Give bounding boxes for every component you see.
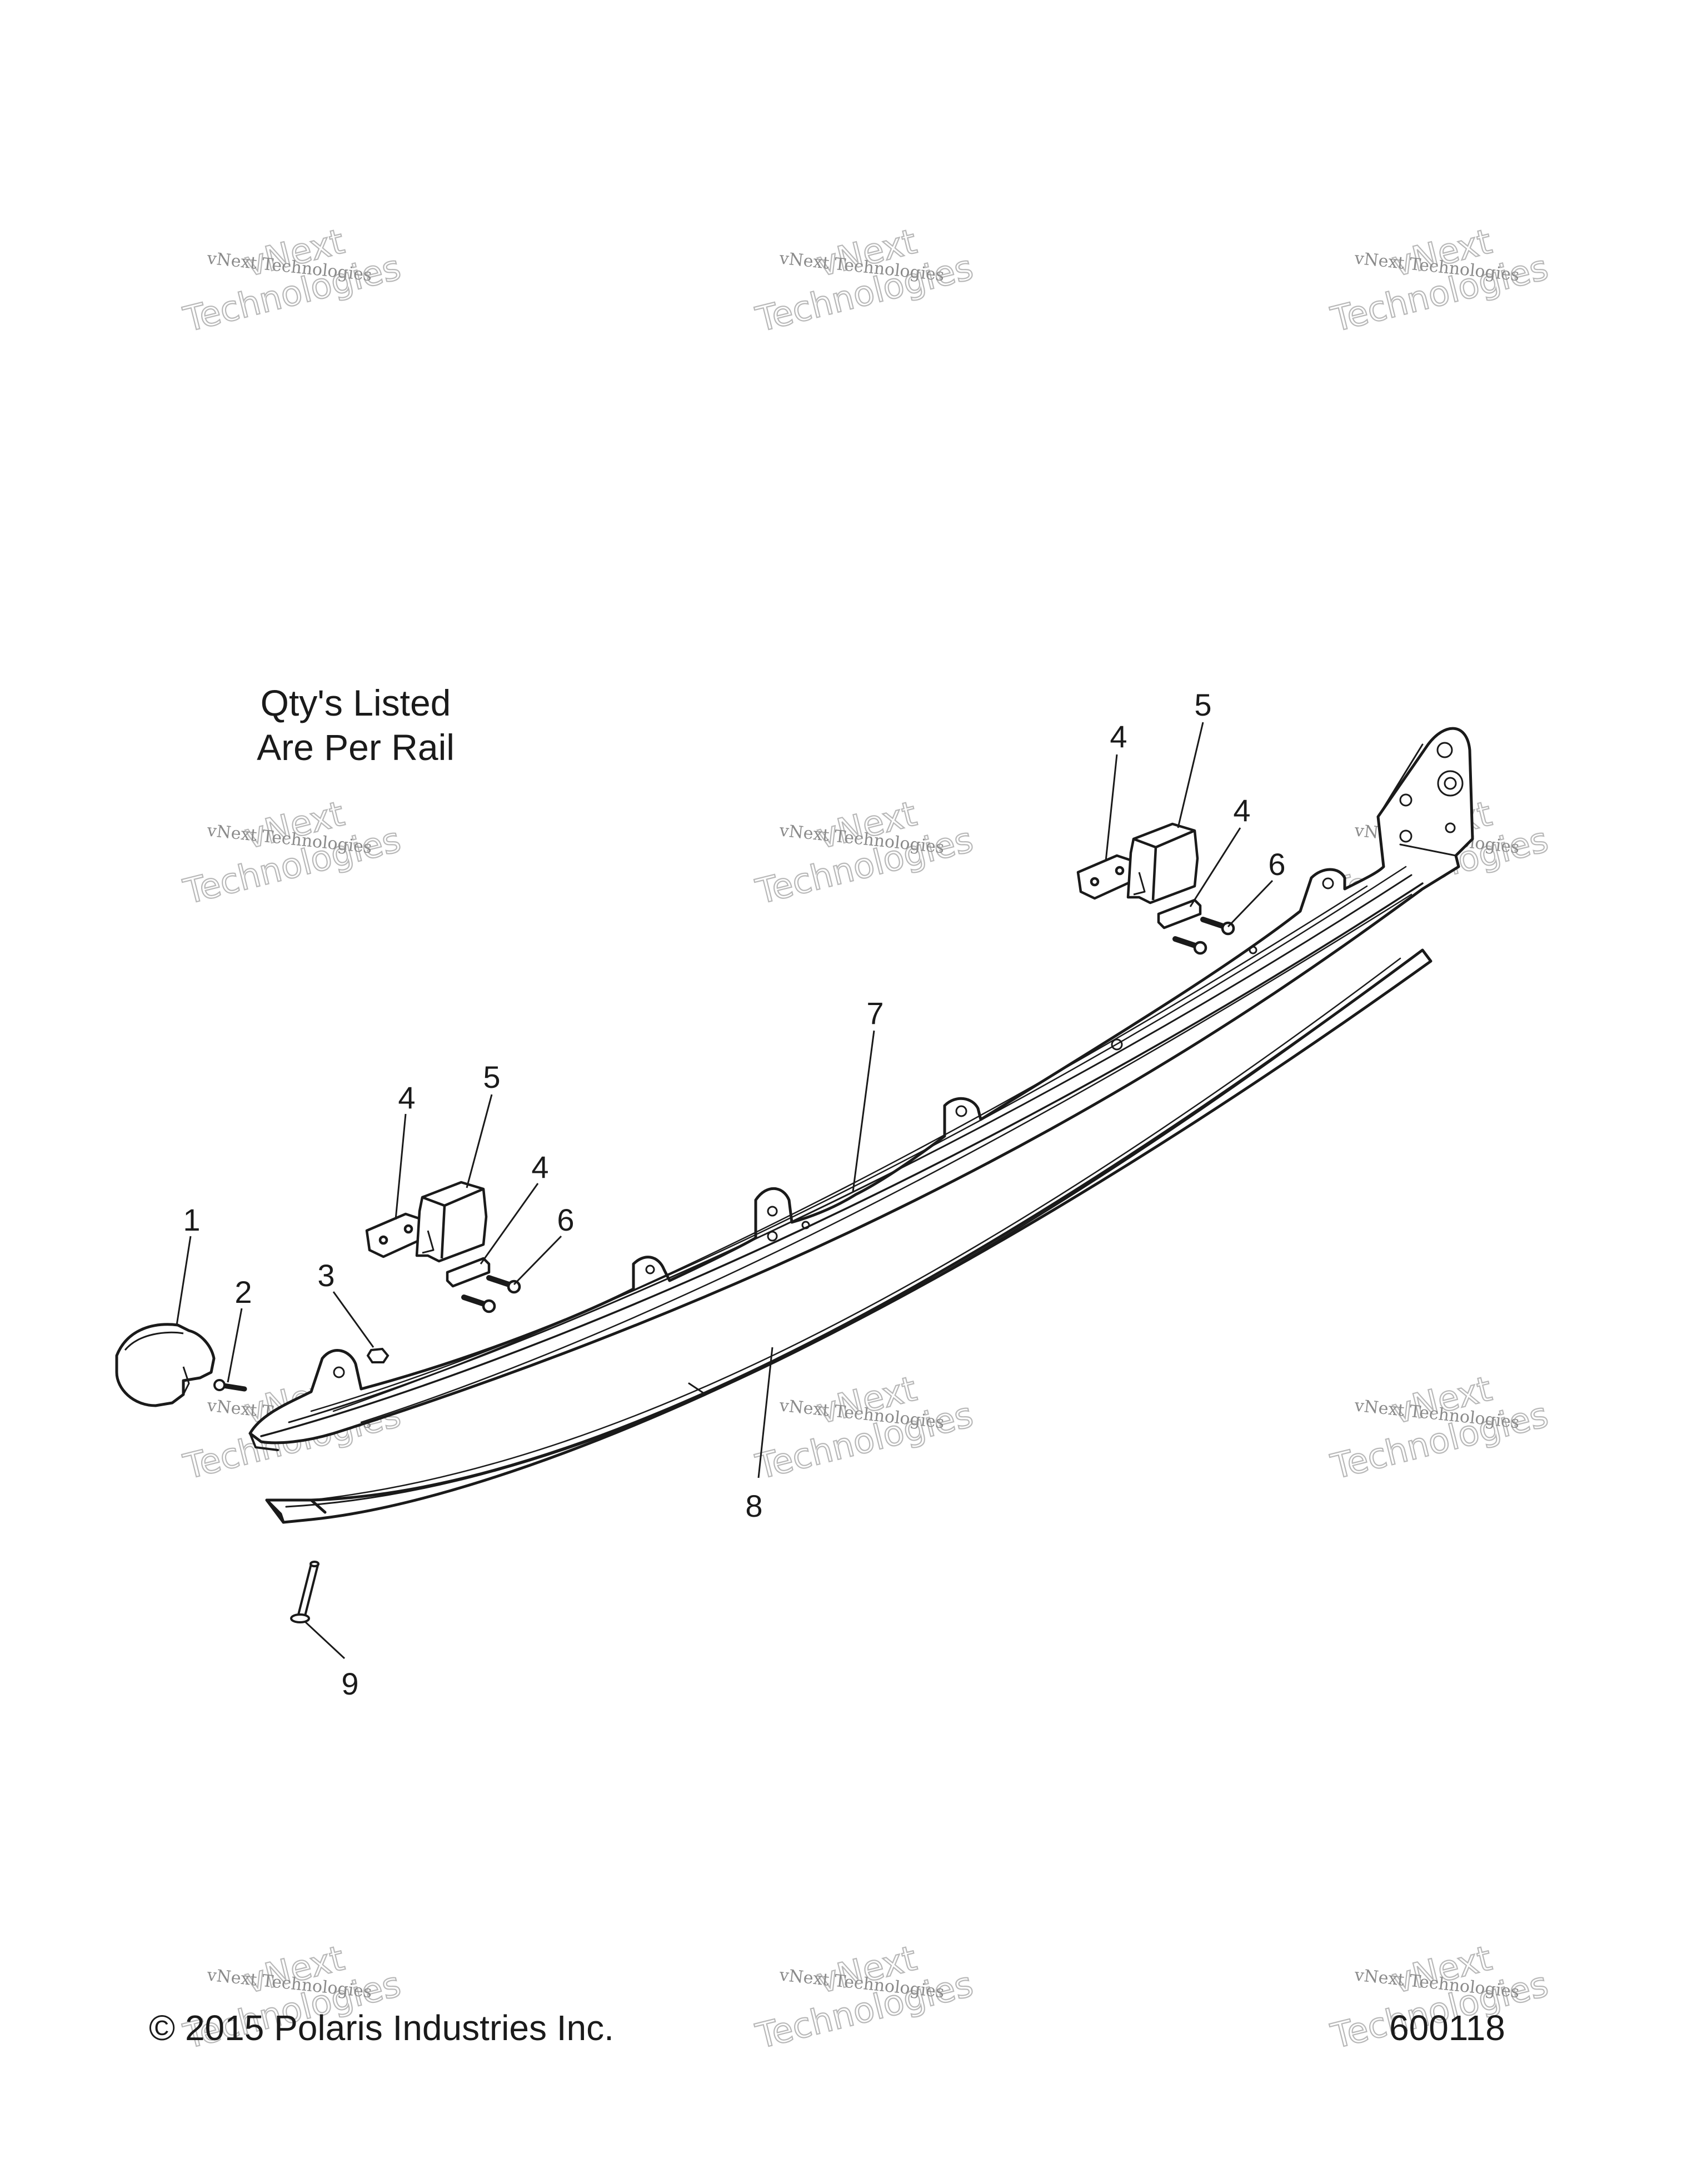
watermark: vNext Technologies vNext Technologies <box>751 1367 977 1487</box>
callout-7: 7 <box>866 996 884 1031</box>
watermark: vNext Technologies vNext Technologies <box>179 220 405 340</box>
callouts: 1 2 3 4 5 4 6 4 5 4 6 7 8 9 <box>183 687 1285 1701</box>
watermark: vNext Technologies vNext Technologies <box>1326 220 1553 340</box>
callout-4: 4 <box>1110 719 1127 754</box>
callout-9: 9 <box>341 1666 358 1701</box>
watermark: vNext Technologies vNext Technologies <box>1326 1367 1553 1487</box>
watermarks: vNext Technologies vNext Technologies vN… <box>179 220 1553 2057</box>
watermark: vNext Technologies vNext Technologies <box>751 220 977 340</box>
watermark: vNext Technologies vNext Technologies <box>751 1937 977 2057</box>
rear-mount-assembly <box>1076 822 1235 955</box>
part-9-pin <box>290 1561 320 1623</box>
callout-3: 3 <box>317 1258 335 1293</box>
qty-note-line-1: Qty's Listed <box>260 682 451 723</box>
leader-lines <box>176 722 1274 1660</box>
callout-4: 4 <box>531 1150 548 1185</box>
callout-5: 5 <box>1194 687 1211 722</box>
copyright: © 2015 Polaris Industries Inc. <box>149 2008 614 2048</box>
callout-2: 2 <box>234 1275 252 1310</box>
part-8-wear-bar <box>265 948 1433 1524</box>
diagram-number: 600118 <box>1389 2008 1505 2048</box>
callout-5: 5 <box>483 1059 500 1095</box>
callout-6: 6 <box>1268 847 1285 882</box>
callout-4: 4 <box>1233 793 1250 828</box>
callout-6: 6 <box>557 1202 574 1237</box>
part-2-screw <box>213 1379 247 1392</box>
front-mount-assembly <box>365 1181 521 1313</box>
part-1-tip-cap <box>115 1323 216 1407</box>
part-3-nut <box>366 1347 390 1363</box>
qty-note-line-2: Are Per Rail <box>257 727 455 768</box>
callout-1: 1 <box>183 1202 200 1237</box>
part-7-rail <box>248 727 1474 1451</box>
callout-8: 8 <box>745 1488 762 1523</box>
watermark: vNext Technologies vNext Technologies <box>751 792 977 912</box>
watermark: vNext Technologies vNext Technologies <box>179 792 405 912</box>
callout-4: 4 <box>398 1080 415 1115</box>
